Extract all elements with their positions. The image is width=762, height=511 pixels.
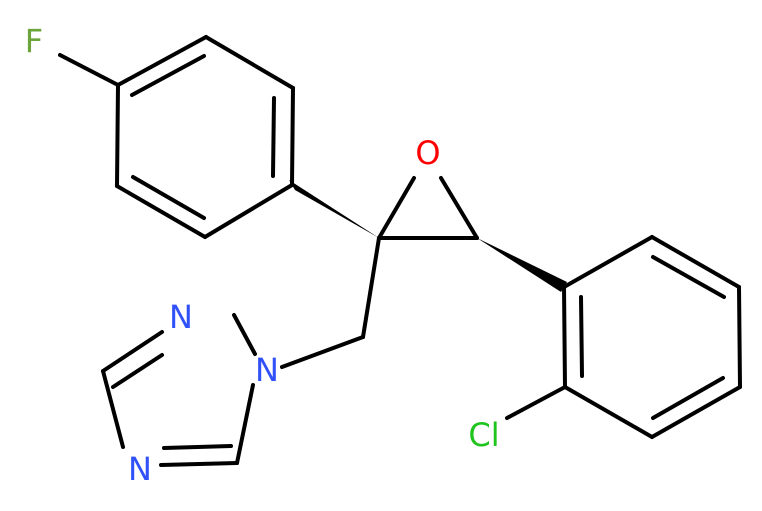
atom-label-nitrogen: N [128, 450, 152, 488]
bond [280, 335, 365, 369]
bond [116, 35, 208, 87]
bond [361, 236, 381, 339]
bond [111, 353, 164, 389]
bond [58, 53, 120, 87]
bond [101, 369, 125, 449]
bond [130, 54, 206, 97]
bond [651, 376, 725, 420]
bond [737, 285, 742, 389]
bond [579, 295, 584, 378]
bond [290, 86, 295, 187]
atom-label-chlorine: Cl [468, 416, 499, 454]
bond [115, 83, 120, 188]
bond [159, 461, 239, 467]
atom-label-fluorine: F [25, 22, 43, 60]
bond [505, 385, 567, 420]
bond [101, 330, 164, 373]
bond [651, 255, 726, 299]
bond [271, 96, 276, 178]
bond [162, 444, 233, 450]
bond [115, 184, 207, 239]
bond [131, 175, 206, 220]
bond [562, 285, 567, 389]
bond [204, 35, 295, 90]
bond [439, 176, 479, 240]
bond [232, 313, 257, 356]
atom-label-oxygen: O [415, 134, 440, 172]
bond [377, 176, 416, 240]
wedge-bond [477, 238, 567, 292]
atom-label-nitrogen: N [255, 351, 279, 389]
bond [235, 383, 255, 465]
bond [203, 183, 294, 239]
bond [563, 385, 654, 439]
bond [650, 385, 742, 439]
wedge-bond [289, 180, 379, 238]
bond [562, 235, 654, 289]
atom-label-nitrogen: N [169, 298, 193, 336]
bond [650, 235, 741, 289]
